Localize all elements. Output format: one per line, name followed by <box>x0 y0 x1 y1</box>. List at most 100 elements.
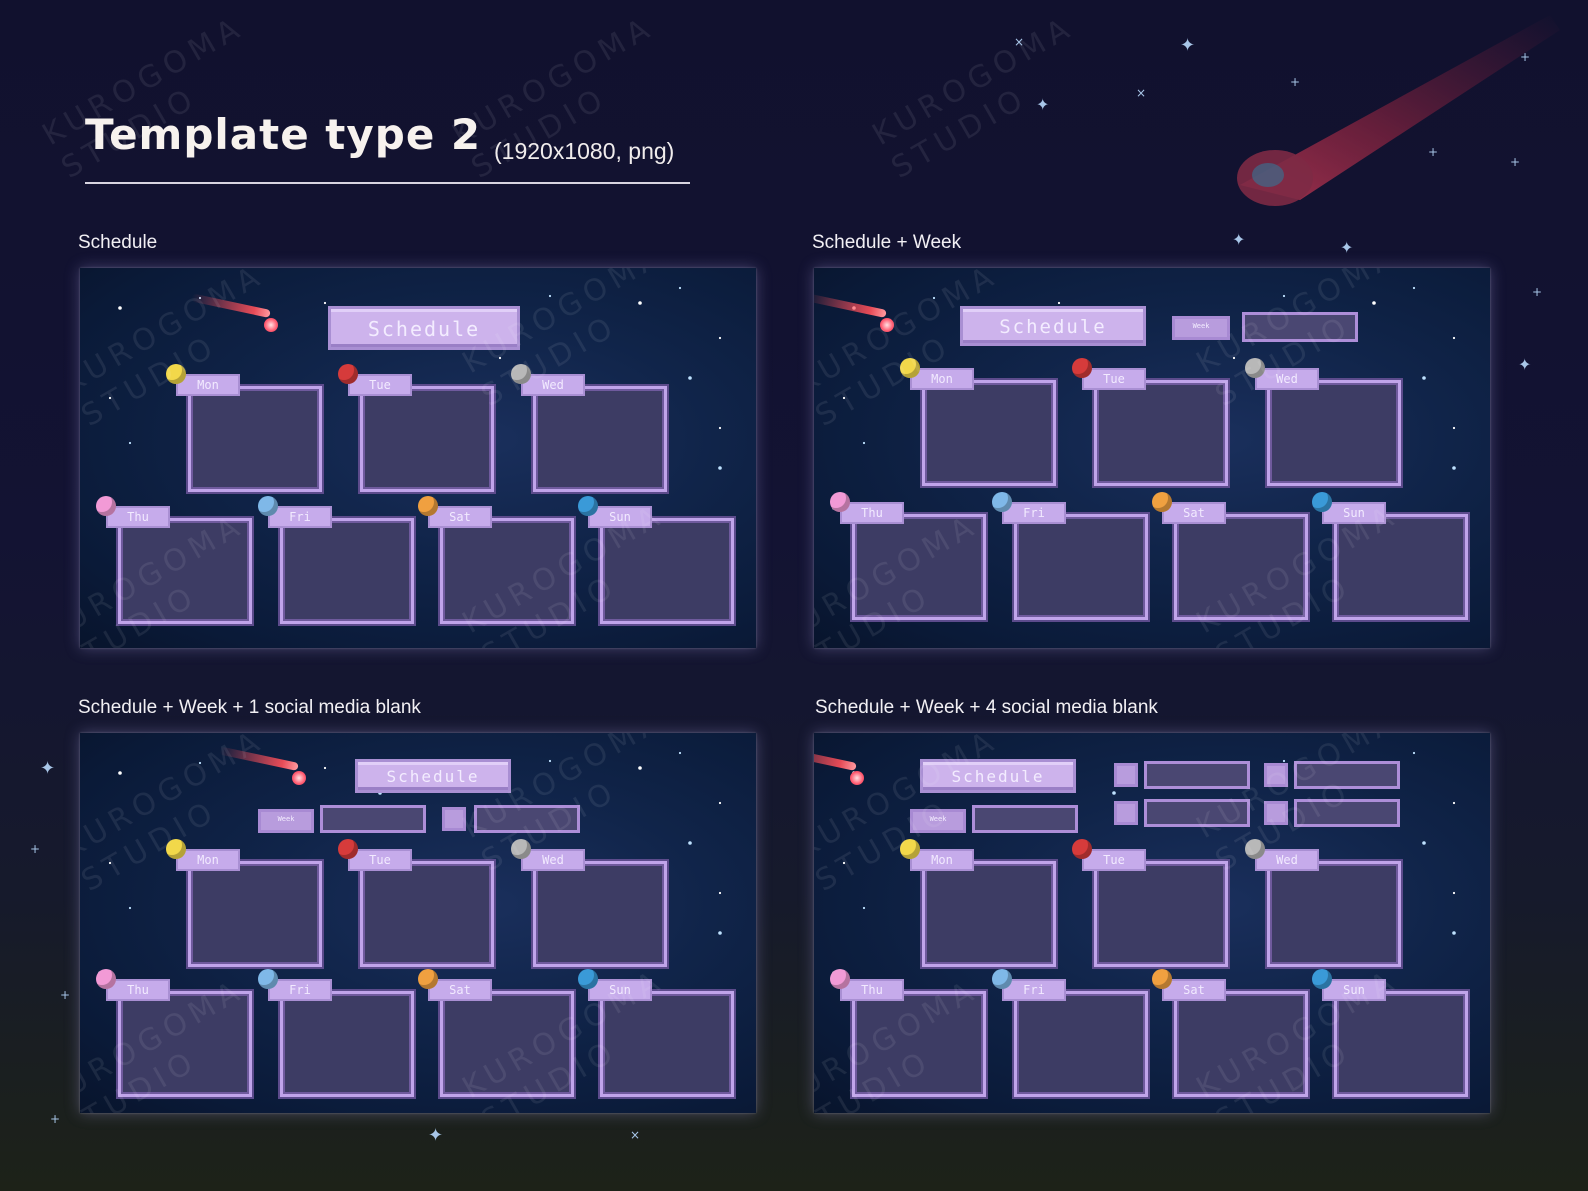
planet-icon <box>96 969 116 989</box>
star-icon <box>128 906 132 910</box>
day-tab: Wed <box>521 374 585 396</box>
star-icon: ✦ <box>1232 230 1246 249</box>
star-icon <box>498 356 502 360</box>
planet-icon <box>992 492 1012 512</box>
planet-icon <box>511 364 531 384</box>
day-tab: Wed <box>1255 368 1319 390</box>
star-icon: ✦ <box>1340 238 1354 257</box>
day-tab: Sun <box>1322 979 1386 1001</box>
day-box <box>188 861 322 967</box>
planet-icon <box>1312 969 1332 989</box>
day-box <box>188 386 322 492</box>
planet-icon <box>338 839 358 859</box>
star-icon <box>678 286 682 290</box>
star-icon <box>198 761 202 765</box>
star-icon: ✦ <box>1518 355 1532 374</box>
page-title: Template type 2 <box>85 110 482 159</box>
star-icon <box>1467 566 1471 570</box>
star-icon <box>1232 356 1236 360</box>
schedule-header-label: Schedule <box>367 317 481 341</box>
star-icon <box>118 306 122 310</box>
section-label: Schedule + Week + 1 social media blank <box>78 697 421 718</box>
social-icon-slot <box>442 807 466 831</box>
text-bar <box>320 805 426 833</box>
day-box <box>1174 514 1308 620</box>
week-label-box <box>258 809 314 833</box>
schedule-header-box <box>355 759 511 793</box>
star-icon: × <box>1136 86 1147 100</box>
title-divider <box>85 182 690 184</box>
planet-icon <box>578 496 598 516</box>
star-icon <box>323 766 327 770</box>
star-icon: + <box>1428 145 1439 159</box>
star-icon <box>118 771 122 775</box>
day-tab: Sat <box>428 506 492 528</box>
watermark: KUROGOMA STUDIO <box>36 9 251 186</box>
star-icon <box>1372 301 1376 305</box>
star-icon: ✦ <box>40 758 56 779</box>
star-icon <box>1422 841 1426 845</box>
star-icon <box>1282 294 1286 298</box>
planet-icon <box>1245 839 1265 859</box>
star-icon <box>718 336 722 340</box>
star-icon: + <box>30 842 41 856</box>
planet-icon <box>166 364 186 384</box>
day-tab: Tue <box>348 374 412 396</box>
star-icon <box>1452 801 1456 805</box>
star-icon <box>842 396 846 400</box>
social-icon-slot <box>1114 801 1138 825</box>
planet-icon <box>258 969 278 989</box>
star-icon <box>1452 336 1456 340</box>
day-tab: Fri <box>1002 979 1066 1001</box>
comet-illustration <box>1237 15 1560 206</box>
planet-icon <box>511 839 531 859</box>
star-icon <box>108 861 112 865</box>
week-label-box <box>1172 316 1230 340</box>
comet-icon <box>292 771 306 785</box>
planet-icon <box>992 969 1012 989</box>
day-box <box>1094 861 1228 967</box>
schedule-header-box <box>960 306 1146 346</box>
star-icon <box>733 1031 737 1035</box>
day-box <box>922 380 1056 486</box>
planet-icon <box>1152 969 1172 989</box>
star-icon <box>718 801 722 805</box>
star-icon <box>688 841 692 845</box>
day-tab: Thu <box>840 502 904 524</box>
day-box <box>118 991 252 1097</box>
planet-icon <box>418 969 438 989</box>
star-icon <box>718 891 722 895</box>
day-tab: Wed <box>521 849 585 871</box>
star-icon: + <box>50 1112 61 1126</box>
day-box <box>600 991 734 1097</box>
day-tab: Thu <box>840 979 904 1001</box>
star-icon <box>638 301 642 305</box>
planet-icon <box>900 358 920 378</box>
star-icon <box>1057 301 1061 305</box>
planet-icon <box>96 496 116 516</box>
day-box <box>280 518 414 624</box>
day-box <box>533 861 667 967</box>
planet-icon <box>578 969 598 989</box>
day-tab: Sat <box>1162 502 1226 524</box>
star-icon: × <box>630 1128 641 1142</box>
day-tab: Tue <box>1082 368 1146 390</box>
star-icon <box>1452 426 1456 430</box>
planet-icon <box>1072 358 1092 378</box>
text-bar <box>474 805 580 833</box>
section-label: Schedule + Week <box>812 232 962 253</box>
star-icon <box>1282 759 1286 763</box>
day-box <box>1267 380 1401 486</box>
star-icon <box>1452 931 1456 935</box>
star-icon <box>638 766 642 770</box>
day-tab: Sat <box>428 979 492 1001</box>
text-bar <box>1242 312 1358 342</box>
day-box <box>360 386 494 492</box>
star-icon: + <box>1532 285 1543 299</box>
day-tab: Tue <box>1082 849 1146 871</box>
day-tab: Tue <box>348 849 412 871</box>
